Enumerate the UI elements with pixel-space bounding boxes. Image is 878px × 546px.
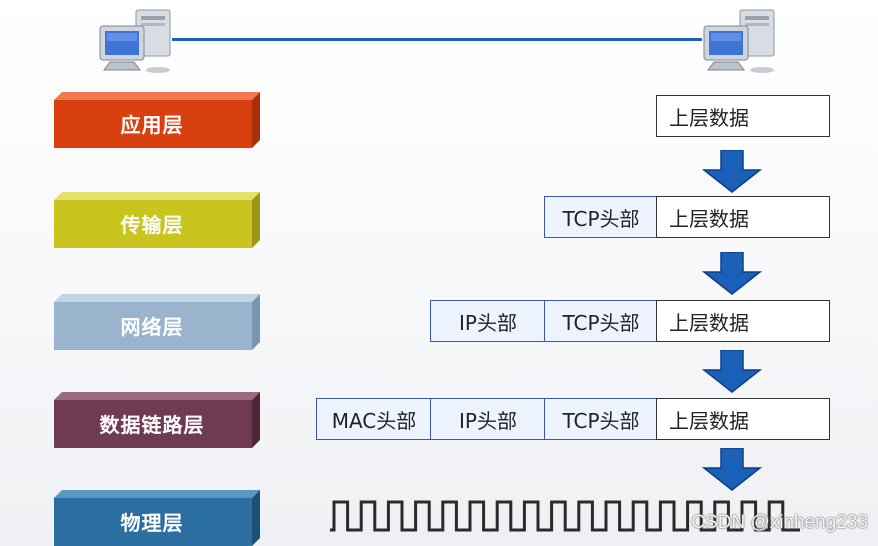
layer-label: 网络层 — [120, 314, 184, 339]
network-link-line — [172, 38, 702, 41]
down-arrow-icon — [702, 448, 762, 491]
tcp-header-cell: TCP头部 — [544, 300, 658, 342]
layer-label: 应用层 — [120, 112, 184, 137]
layer-label: 数据链路层 — [99, 412, 205, 437]
layer-physical: 物理层 — [54, 490, 260, 546]
layer-label: 物理层 — [120, 510, 184, 535]
tcp-header-cell: TCP头部 — [544, 196, 658, 238]
ip-header-cell: IP头部 — [430, 398, 546, 440]
mac-header-cell: MAC头部 — [316, 398, 432, 440]
ip-header-cell: IP头部 — [430, 300, 546, 342]
upper-data-cell: 上层数据 — [656, 95, 830, 137]
down-arrow-icon — [702, 350, 762, 393]
layer-network: 网络层 — [54, 294, 260, 350]
layer-transport: 传输层 — [54, 192, 260, 248]
layer-label: 传输层 — [120, 212, 184, 237]
layer-application: 应用层 — [54, 92, 260, 148]
computer-right-icon — [700, 6, 780, 76]
upper-data-cell: 上层数据 — [656, 196, 830, 238]
computer-left-icon — [96, 6, 176, 76]
upper-data-cell: 上层数据 — [656, 398, 830, 440]
down-arrow-icon — [702, 252, 762, 295]
tcp-header-cell: TCP头部 — [544, 398, 658, 440]
watermark-text: CSDN @xinheng233 — [691, 512, 868, 533]
layer-data-link: 数据链路层 — [54, 392, 260, 448]
upper-data-cell: 上层数据 — [656, 300, 830, 342]
down-arrow-icon — [702, 150, 762, 193]
signal-waveform — [330, 500, 800, 532]
